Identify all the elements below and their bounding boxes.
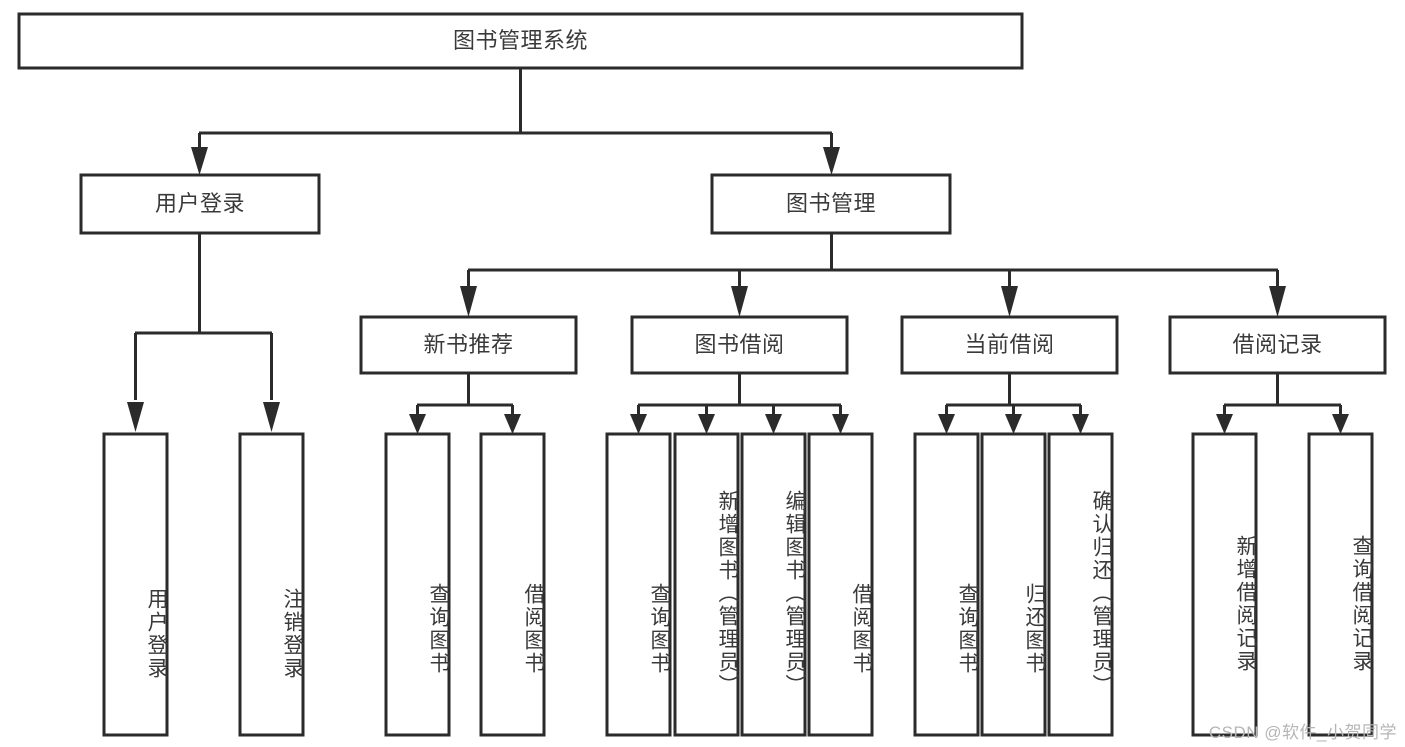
arrowhead-new-book-rec	[460, 286, 477, 317]
arrowhead-user-login	[191, 147, 208, 175]
arrowhead-book-manage	[823, 147, 840, 175]
node-box-root[interactable]	[17, 12, 1024, 70]
arrowhead-book-borrow	[731, 286, 748, 317]
node-box-leaf-query-book-3[interactable]	[913, 432, 980, 737]
node-box-leaf-return-book[interactable]	[980, 432, 1047, 737]
arrowhead-current-borrow	[1001, 286, 1018, 317]
node-box-leaf-confirm-return[interactable]	[1047, 432, 1114, 737]
arrowhead-leaf-add-record	[1216, 414, 1233, 434]
arrowhead-leaf-query-record	[1332, 414, 1349, 434]
arrowhead-leaf-logout	[263, 402, 280, 432]
node-box-layer	[17, 12, 1387, 737]
arrowhead-borrow-record	[1269, 286, 1286, 317]
arrowhead-leaf-edit-book	[765, 414, 782, 434]
node-box-new-book-rec[interactable]	[359, 315, 578, 375]
node-box-user-login[interactable]	[79, 173, 321, 235]
arrowhead-leaf-borrow-book-1	[504, 414, 521, 434]
node-box-leaf-edit-book[interactable]	[740, 432, 807, 737]
watermark-text: CSDN @软件_小贺同学	[1208, 723, 1397, 742]
node-box-leaf-borrow-book-2[interactable]	[807, 432, 874, 737]
node-box-book-manage[interactable]	[710, 173, 952, 235]
node-box-leaf-add-record[interactable]	[1191, 432, 1258, 737]
arrowhead-leaf-confirm-return	[1072, 414, 1089, 434]
arrowhead-leaf-borrow-book-2	[832, 414, 849, 434]
arrowhead-leaf-user-login	[127, 402, 144, 432]
arrowhead-leaf-query-book-2	[630, 414, 647, 434]
arrowhead-leaf-query-book-3	[938, 414, 955, 434]
node-box-leaf-query-record[interactable]	[1307, 432, 1374, 737]
node-box-leaf-query-book-1[interactable]	[384, 432, 451, 737]
arrowhead-leaf-add-book	[698, 414, 715, 434]
connector-layer	[127, 68, 1349, 434]
node-box-leaf-add-book[interactable]	[673, 432, 740, 737]
node-box-leaf-borrow-book-1[interactable]	[479, 432, 546, 737]
node-box-book-borrow[interactable]	[630, 315, 849, 375]
arrowhead-leaf-query-book-1	[409, 414, 426, 434]
node-box-borrow-record[interactable]	[1168, 315, 1387, 375]
arrowhead-leaf-return-book	[1005, 414, 1022, 434]
node-box-leaf-query-book-2[interactable]	[605, 432, 672, 737]
node-box-current-borrow[interactable]	[900, 315, 1119, 375]
node-box-leaf-user-login[interactable]	[102, 432, 169, 737]
node-box-leaf-logout[interactable]	[238, 432, 305, 737]
